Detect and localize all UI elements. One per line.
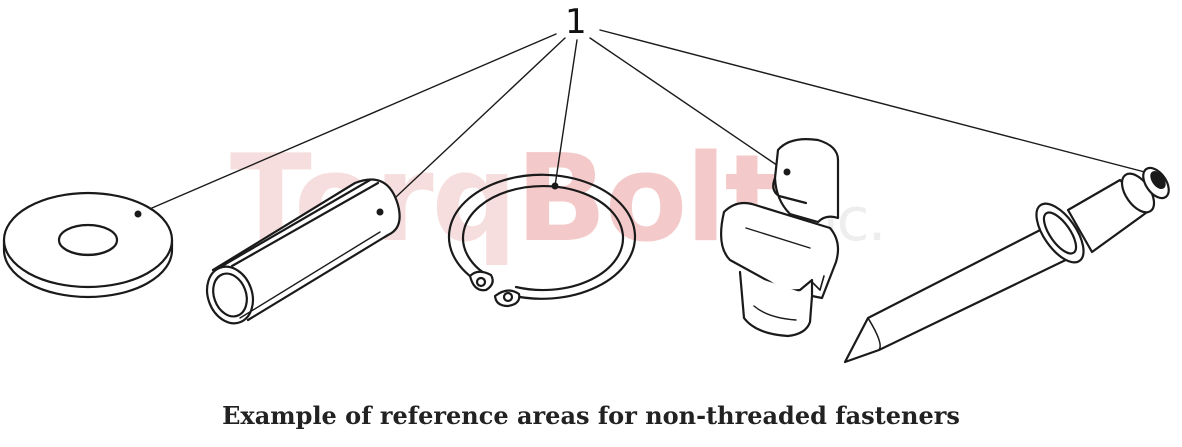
- washer-drawing: [2, 191, 174, 299]
- leader-line-rivet: [599, 29, 1161, 177]
- leader-line-washer: [137, 33, 557, 215]
- leader-lines: [137, 29, 1161, 215]
- retaining-ring-drawing: [447, 173, 637, 308]
- leader-line-pin: [379, 37, 566, 213]
- figure-caption: Example of reference areas for non-threa…: [222, 401, 960, 430]
- spring-pin-drawing: [205, 178, 401, 325]
- callout-number: 1: [565, 2, 587, 42]
- clip-drawing: [719, 138, 840, 338]
- rivet-drawing: [843, 166, 1170, 364]
- leader-line-clip: [589, 37, 788, 173]
- leader-line-ring: [554, 39, 578, 187]
